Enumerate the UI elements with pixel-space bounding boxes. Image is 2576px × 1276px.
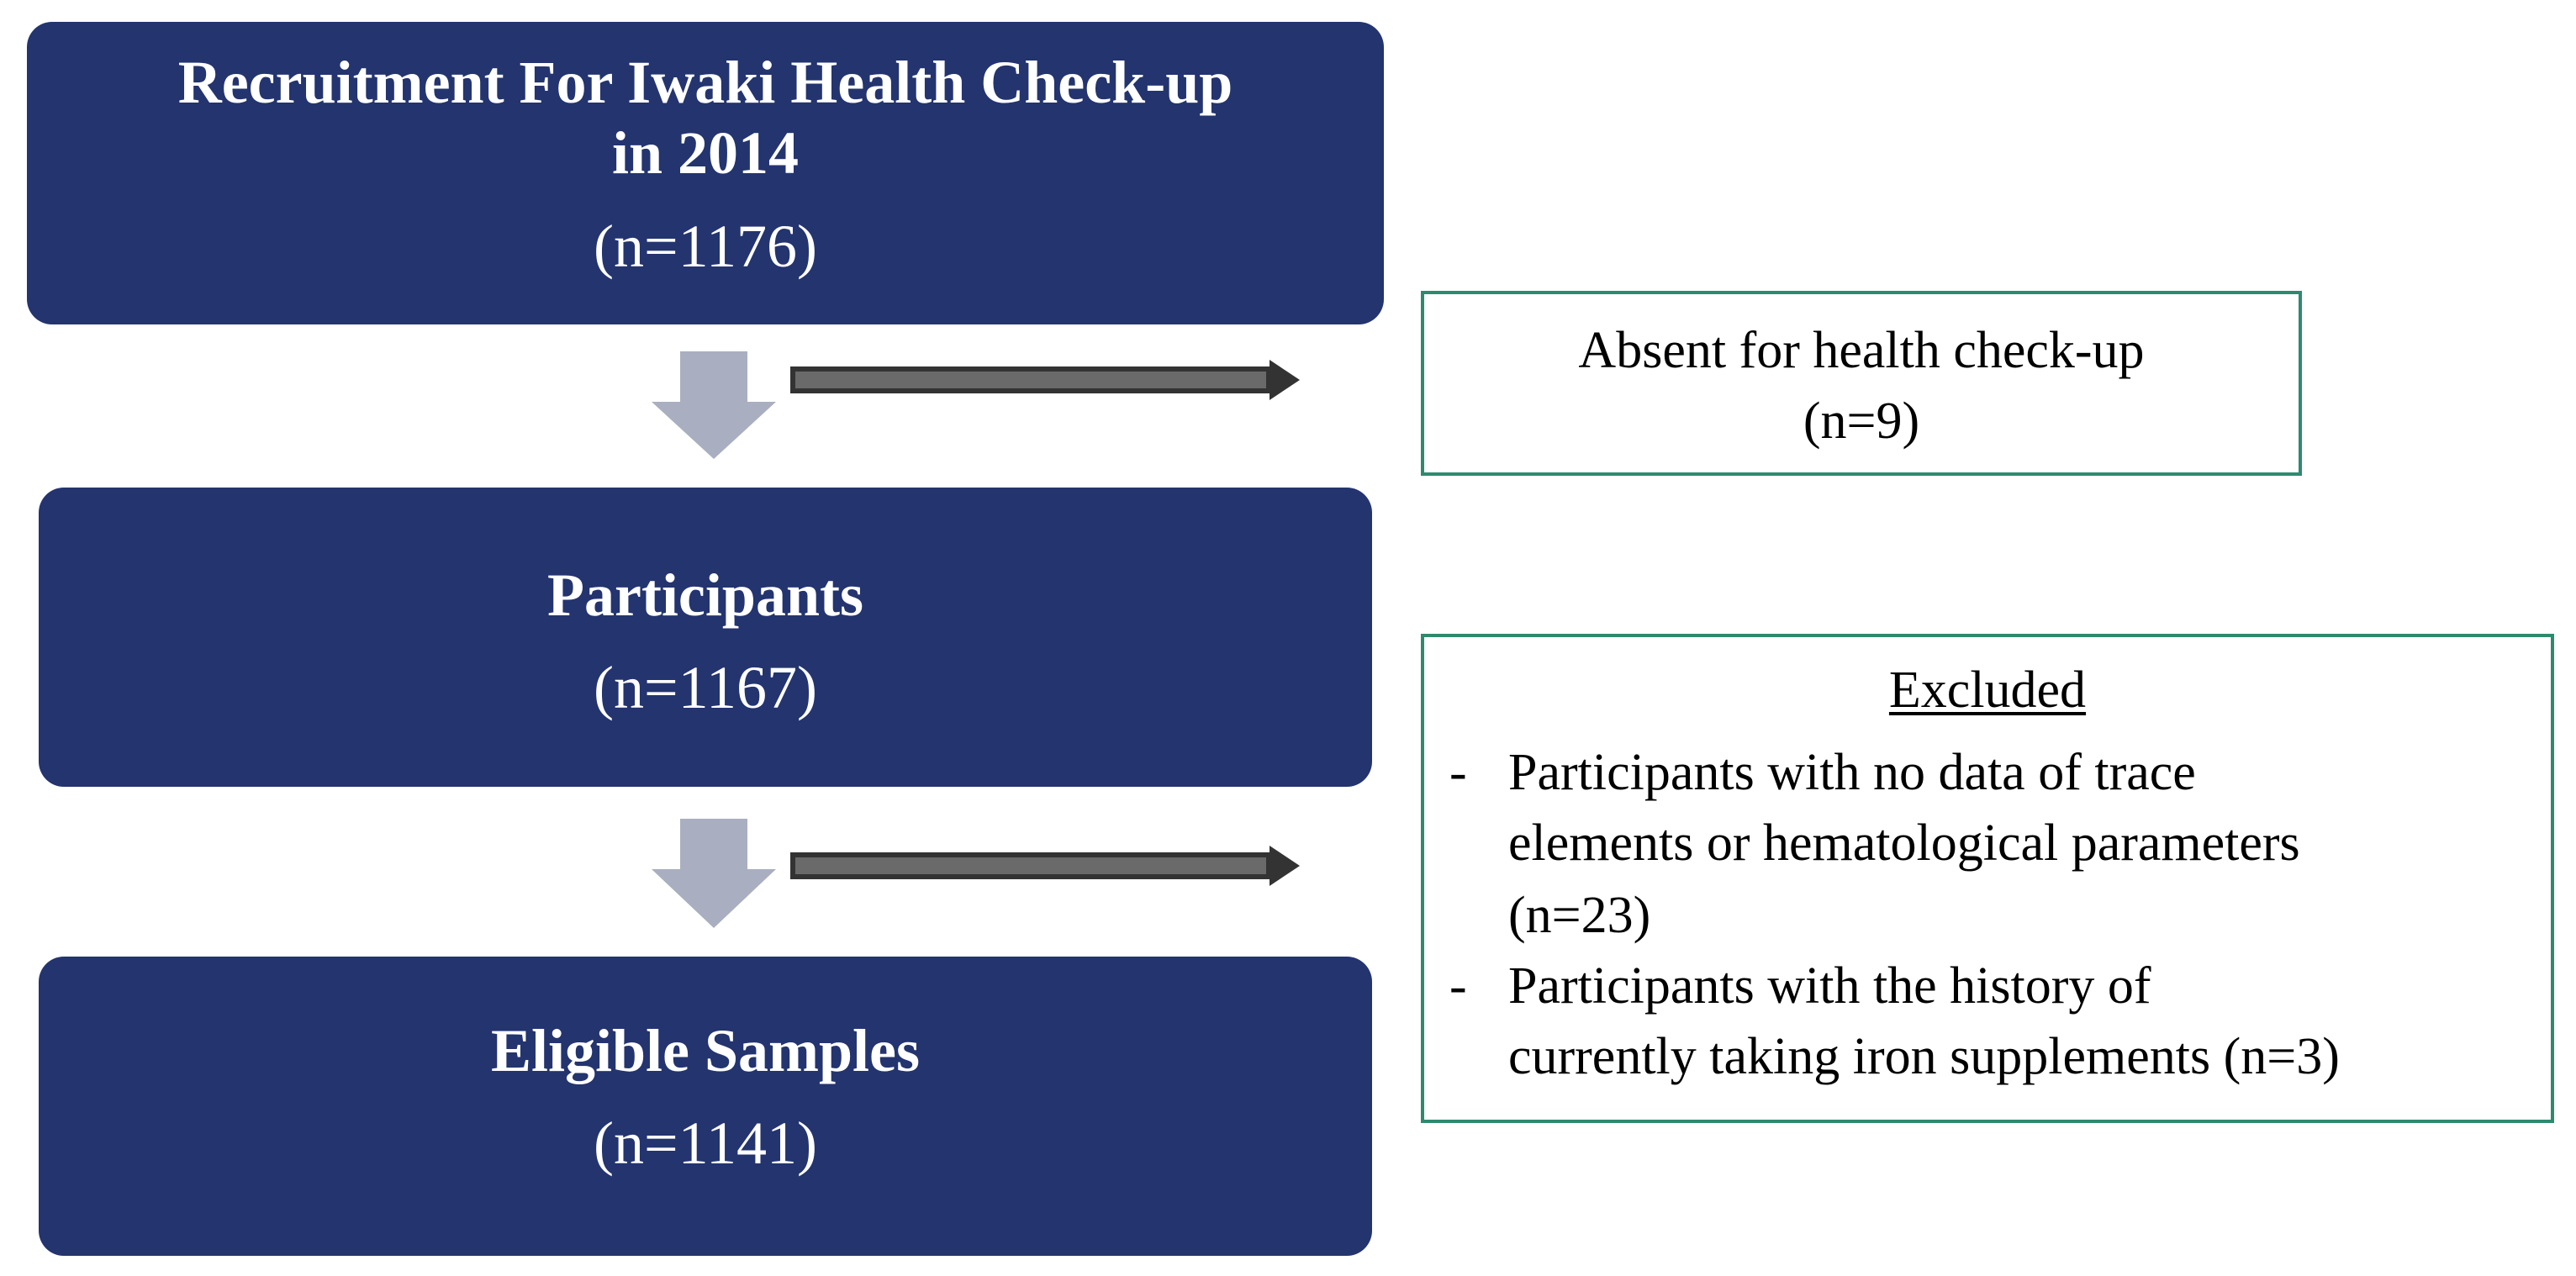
absent-box: Absent for health check-up (n=9) [1421, 291, 2302, 476]
excluded-box: Excluded - Participants with no data of … [1421, 634, 2554, 1123]
recruitment-box: Recruitment For Iwaki Health Check-up in… [27, 22, 1384, 324]
excluded-heading: Excluded [1888, 662, 2087, 719]
side-arrow-2 [790, 846, 1300, 886]
eligible-samples-title: Eligible Samples [490, 1017, 921, 1084]
excluded-item-1-line-1: Participants with no data of trace [1508, 744, 2196, 801]
side-arrow-1 [790, 360, 1300, 400]
recruitment-title-line2: in 2014 [611, 119, 800, 187]
eligible-samples-count: (n=1141) [594, 1110, 817, 1177]
absent-count: (n=9) [1803, 393, 1920, 450]
excluded-item-2-line-2: currently taking iron supplements (n=3) [1508, 1028, 2340, 1085]
participants-box: Participants (n=1167) [39, 488, 1372, 787]
excluded-bullet-2: - [1449, 957, 1467, 1015]
excluded-item-1-line-2: elements or hematological parameters [1508, 815, 2300, 872]
absent-text: Absent for health check-up [1578, 322, 2145, 379]
down-arrow-1 [652, 351, 776, 459]
excluded-item-1-line-3: (n=23) [1508, 887, 1651, 944]
participants-title: Participants [547, 562, 863, 629]
recruitment-count: (n=1176) [594, 213, 817, 280]
excluded-bullet-1: - [1449, 744, 1467, 801]
participants-count: (n=1167) [594, 654, 817, 721]
recruitment-title-line1: Recruitment For Iwaki Health Check-up [177, 49, 1233, 116]
excluded-item-2-line-1: Participants with the history of [1508, 957, 2151, 1015]
down-arrow-2 [652, 819, 776, 928]
eligible-samples-box: Eligible Samples (n=1141) [39, 957, 1372, 1256]
